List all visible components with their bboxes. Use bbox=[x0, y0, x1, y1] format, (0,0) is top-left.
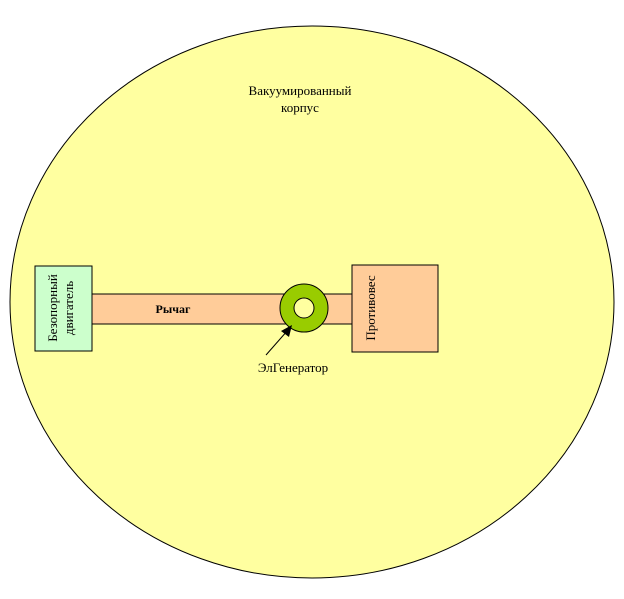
lever-label: Рычаг bbox=[156, 302, 191, 316]
generator-label: ЭлГенератор bbox=[258, 360, 328, 375]
engine-label-line1: Безопорный bbox=[45, 274, 60, 342]
generator-center bbox=[293, 297, 315, 319]
housing-label-line1: Вакуумированный bbox=[249, 83, 352, 98]
counterweight-box bbox=[351, 264, 439, 353]
arrow-head-icon bbox=[281, 325, 292, 337]
generator-pointer-arrow bbox=[265, 329, 289, 356]
engine-box bbox=[34, 265, 93, 352]
housing-label-line2: корпус bbox=[281, 100, 319, 115]
engine-label-line2: двигатель bbox=[61, 281, 76, 335]
counterweight-label: Противовес bbox=[363, 275, 378, 341]
